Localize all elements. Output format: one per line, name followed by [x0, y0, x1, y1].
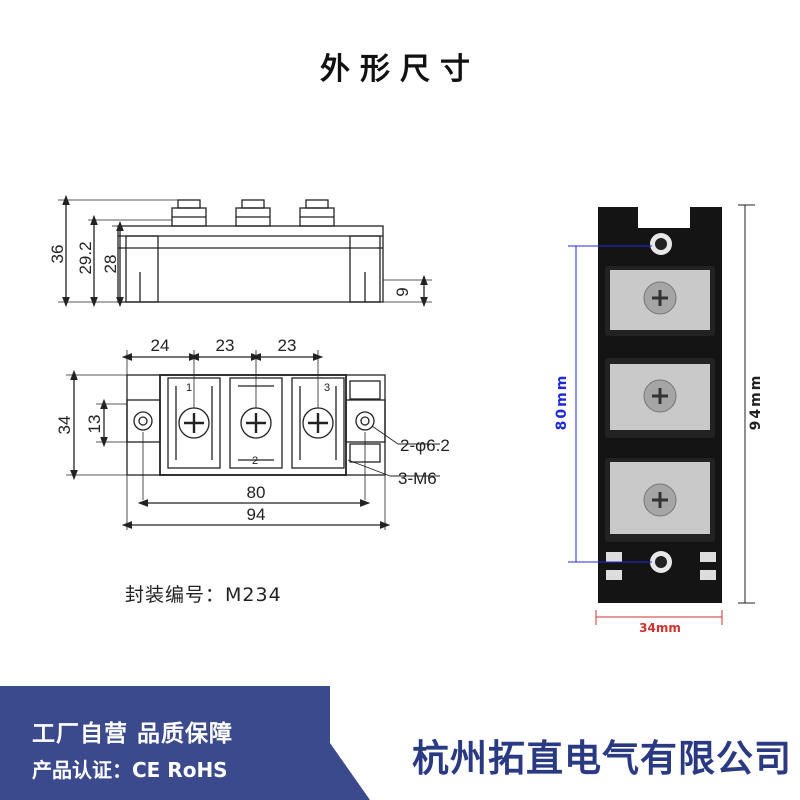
- side-view: [58, 194, 432, 308]
- dim-24: 24: [151, 336, 170, 355]
- dim-94: 94: [247, 505, 266, 524]
- photo-dim-34mm: 34mm: [639, 621, 681, 635]
- callout-holes: 2-φ6.2: [400, 436, 450, 455]
- mount-hole-left: [133, 411, 153, 431]
- footer-left-panel: [0, 686, 330, 800]
- terminal-number-1: 1: [186, 382, 192, 394]
- side-view-nut: [235, 199, 271, 227]
- footer-slogan: 工厂自营 品质保障: [32, 721, 234, 747]
- dim-28: 28: [101, 255, 120, 274]
- dim-23-a: 23: [216, 336, 235, 355]
- dimension-drawing: 36 29.2 28 9: [48, 194, 764, 635]
- dim-23-b: 23: [278, 336, 297, 355]
- dim-80: 80: [247, 483, 266, 502]
- dim-29-2: 29.2: [76, 241, 95, 274]
- callout-screws: 3-M6: [398, 469, 437, 488]
- dim-13: 13: [85, 415, 104, 434]
- photo-dim-94mm: 94mm: [748, 374, 764, 431]
- dim-34: 34: [55, 416, 74, 435]
- dim-9: 9: [393, 287, 412, 296]
- product-photo: [598, 207, 722, 603]
- footer-certification: 产品认证：CE RoHS: [32, 758, 228, 782]
- screw-1: [178, 407, 210, 439]
- top-view: [66, 350, 440, 530]
- screw-2: [240, 407, 272, 439]
- page-title: 外形尺寸: [320, 52, 480, 87]
- terminal-number-2: 2: [252, 455, 258, 467]
- company-name: 杭州拓直电气有限公司: [412, 737, 792, 780]
- dim-36: 36: [48, 245, 67, 264]
- package-label: 封装编号：M234: [125, 584, 282, 606]
- footer-banner: 工厂自营 品质保障 产品认证：CE RoHS 杭州拓直电气有限公司: [0, 686, 800, 800]
- screw-3: [302, 407, 334, 439]
- terminal-number-3: 3: [324, 382, 330, 394]
- photo-dim-80mm: 80mm: [554, 374, 570, 431]
- side-view-nut: [171, 199, 207, 227]
- mount-hole-right: [355, 411, 375, 431]
- footer-slant: [290, 686, 370, 800]
- aux-terminal: [349, 380, 381, 400]
- side-view-nut: [299, 199, 335, 227]
